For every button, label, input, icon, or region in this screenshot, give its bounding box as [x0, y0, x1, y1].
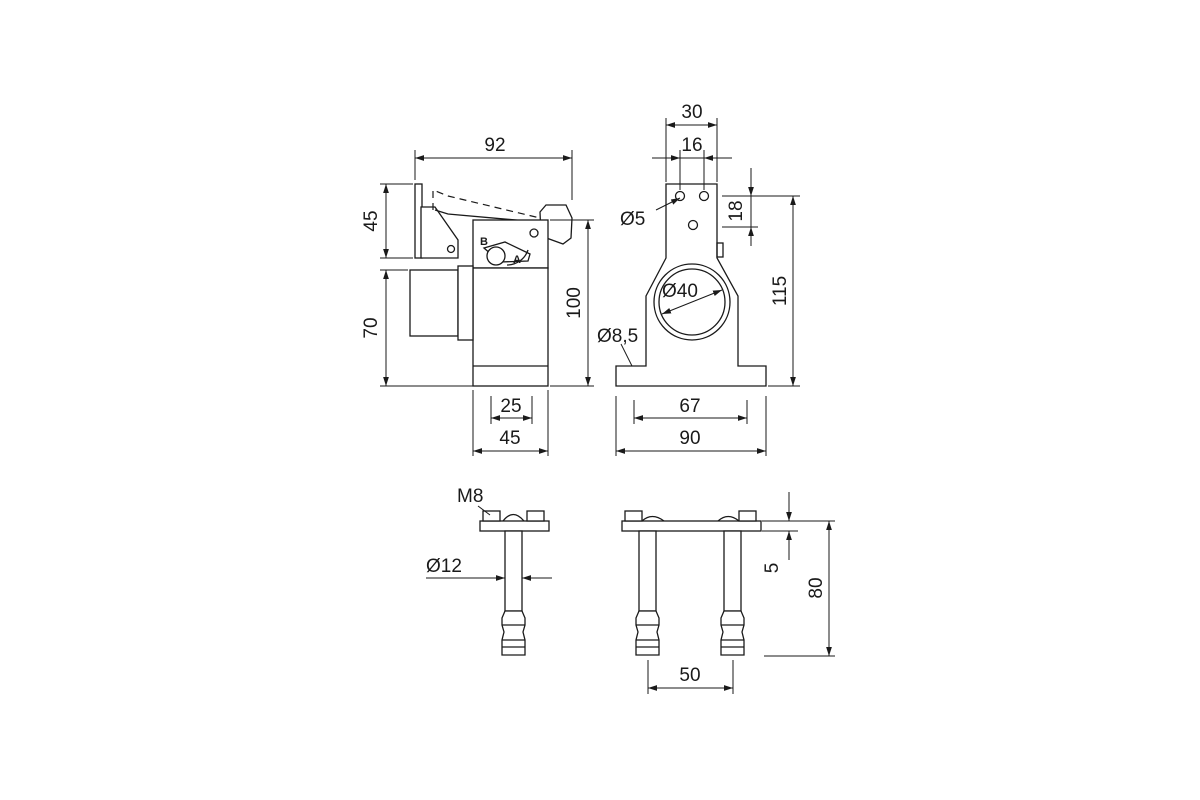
front-dome-2 [717, 515, 740, 522]
dim-92: 92 [484, 135, 505, 156]
front-pin-left-tip [635, 610, 660, 656]
dim-115: 115 [770, 276, 791, 306]
top-hole-left [674, 190, 686, 202]
selector-knob [486, 246, 506, 266]
dim-hole-5: Ø5 [620, 209, 645, 230]
front-view: Ø40 30 16 Ø5 18 115 Ø8,5 67 [597, 102, 800, 456]
pin-front-plate [621, 520, 762, 532]
dim-50: 50 [679, 665, 700, 686]
dim-16: 16 [681, 135, 702, 156]
dim-45-lever: 45 [361, 210, 382, 231]
lever-arm [434, 209, 539, 223]
selector-arc [506, 249, 529, 266]
pin-plate [479, 520, 550, 532]
dim-100: 100 [564, 287, 585, 319]
body-lower [472, 267, 549, 387]
dome [502, 513, 525, 522]
socket-collar [457, 265, 474, 341]
dim-18: 18 [726, 200, 747, 221]
dim-5: 5 [762, 563, 783, 574]
dim-45-base: 45 [499, 428, 520, 449]
bore-outer [653, 263, 731, 341]
nut-right [526, 510, 545, 522]
front-nut-1 [624, 510, 643, 522]
bore-inner [658, 268, 726, 336]
dim-pin-dia: Ø12 [426, 556, 462, 577]
front-nut-2 [738, 510, 757, 522]
label-b: B [480, 236, 488, 248]
pivot-pin [446, 244, 456, 254]
nut-left [482, 510, 501, 522]
front-pin-left [638, 530, 657, 612]
pin-shaft [504, 530, 523, 612]
front-dome-1 [641, 515, 665, 522]
dim-bore: Ø40 [662, 281, 698, 302]
label-a: A [513, 254, 521, 266]
dim-mount-hole: Ø8,5 [597, 326, 638, 347]
front-pin-right-tip [720, 610, 745, 656]
side-view: B A 92 45 70 100 25 [361, 135, 594, 456]
dim-30: 30 [681, 102, 702, 123]
pin-front-view: 5 80 50 [621, 492, 835, 694]
pin-side-view: M8 Ø12 [426, 486, 552, 656]
top-hole-right [698, 190, 710, 202]
dim-67: 67 [679, 396, 700, 417]
dim-90: 90 [679, 428, 700, 449]
lever-alt-position [432, 189, 541, 219]
side-tab [716, 242, 724, 258]
dim-thread: M8 [457, 486, 483, 507]
dim-80: 80 [806, 577, 827, 598]
body-screw [529, 228, 539, 238]
front-pin-right [723, 530, 742, 612]
dim-70: 70 [361, 317, 382, 338]
pin-tip [501, 610, 526, 656]
center-hole [687, 219, 699, 231]
socket [409, 269, 459, 337]
front-body [615, 183, 767, 387]
dim-25: 25 [500, 396, 521, 417]
